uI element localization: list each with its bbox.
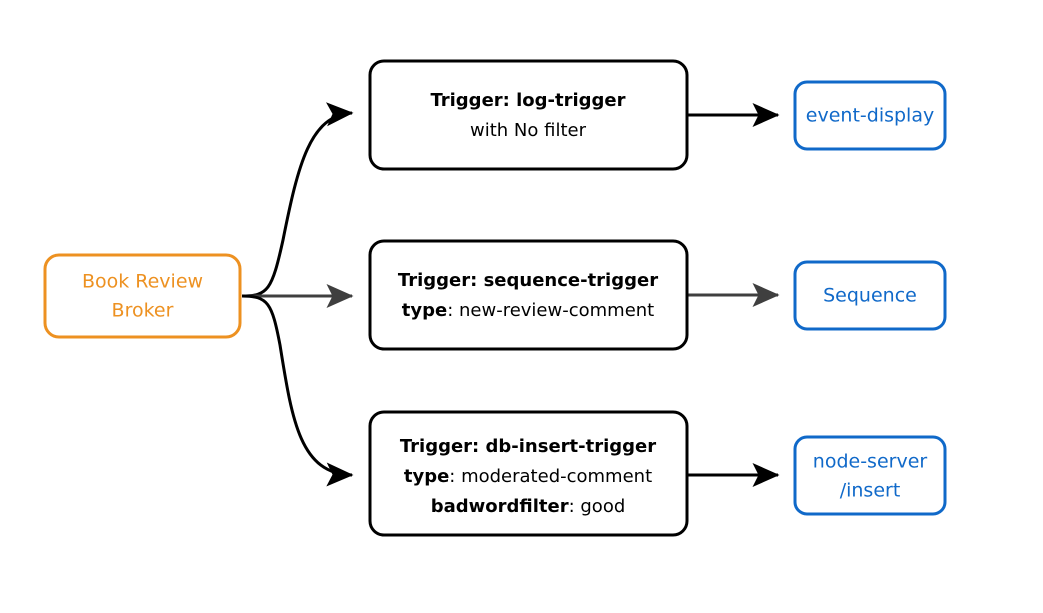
node-service-sequence[interactable]: Sequence [793,260,947,331]
trigger-db-insert-trigger-line3-value: : good [569,496,626,517]
service-box-sequence[interactable] [793,260,947,331]
service-box-event-display[interactable] [793,80,947,151]
trigger-sequence-trigger-line2: type: new-review-comment [402,300,654,321]
trigger-db-insert-trigger-line2: type: moderated-comment [404,466,652,487]
edge-broker-to-db-insert-trigger [241,294,354,487]
service-node-server-label-line1: node-server [813,451,928,473]
node-trigger-log-trigger[interactable]: Trigger: log-trigger with No filter [368,59,689,171]
service-box-node-server-insert[interactable] [793,435,947,516]
broker-label-line2: Broker [112,300,174,322]
trigger-sequence-trigger-line1: Trigger: sequence-trigger [398,270,658,291]
trigger-box-db-insert-trigger[interactable] [368,410,689,537]
trigger-log-trigger-line2: with No filter [470,120,587,141]
node-service-event-display[interactable]: event-display [793,80,947,151]
trigger-db-insert-trigger-line3: badwordfilter: good [431,496,626,517]
trigger-db-insert-trigger-line1: Trigger: db-insert-trigger [400,436,656,457]
service-sequence-label: Sequence [823,285,917,307]
node-trigger-sequence-trigger[interactable]: Trigger: sequence-trigger type: new-revi… [368,239,689,351]
trigger-box-log-trigger[interactable] [368,59,689,171]
trigger-sequence-trigger-line2-key: type [402,300,447,321]
broker-box[interactable] [43,253,242,339]
service-event-display-label: event-display [806,105,934,127]
edge-broker-to-log-trigger [241,102,354,298]
trigger-db-insert-trigger-line2-value: : moderated-comment [449,466,652,487]
service-node-server-label-line2: /insert [840,480,901,502]
node-trigger-db-insert-trigger[interactable]: Trigger: db-insert-trigger type: moderat… [368,410,689,537]
trigger-db-insert-trigger-line3-key: badwordfilter [431,496,569,517]
trigger-box-sequence-trigger[interactable] [368,239,689,351]
node-service-node-server-insert[interactable]: node-server /insert [793,435,947,516]
node-book-review-broker[interactable]: Book Review Broker [43,253,242,339]
trigger-log-trigger-line1: Trigger: log-trigger [430,90,625,111]
trigger-sequence-trigger-line2-value: : new-review-comment [447,300,654,321]
trigger-db-insert-trigger-line2-key: type [404,466,449,487]
broker-label-line1: Book Review [82,271,203,293]
